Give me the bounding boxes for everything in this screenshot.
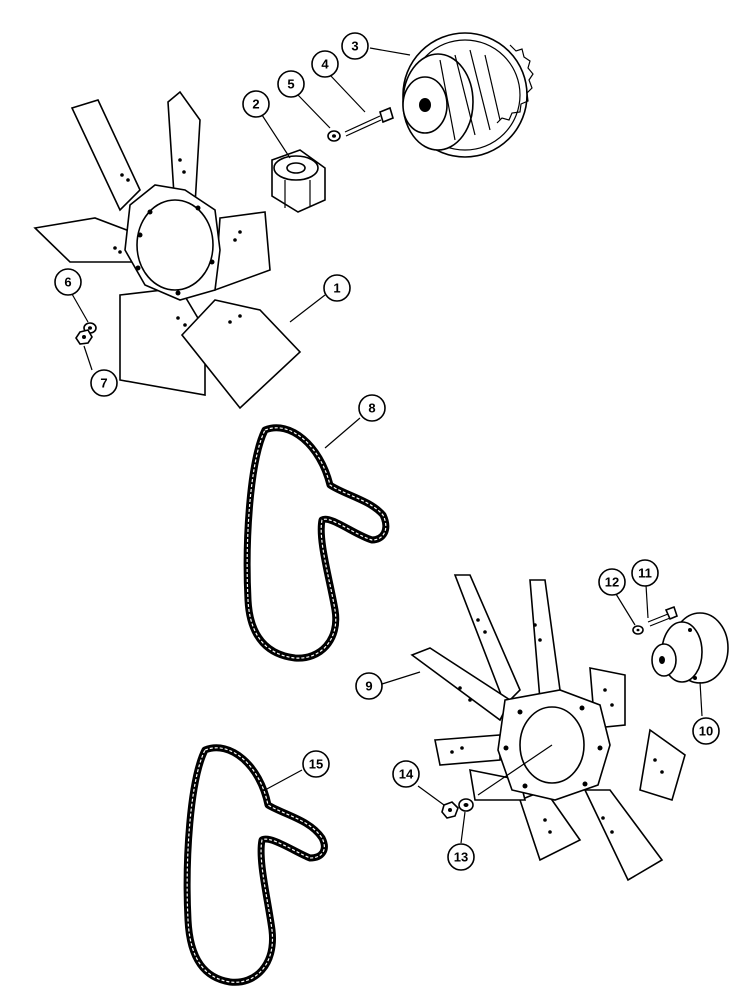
washer-part-12 [632,625,644,635]
callout-4: 4 [311,50,339,78]
callout-14: 14 [392,760,420,788]
callout-label: 14 [399,767,414,782]
bolt-part [344,106,394,137]
callout-8: 8 [358,394,386,422]
callout-label: 9 [365,679,372,694]
fan-blade [70,99,141,212]
callout-5: 5 [277,70,305,98]
callout-label: 2 [252,97,259,112]
drive-belt-lower [183,744,328,986]
nut-part-7 [75,329,93,345]
callout-label: 13 [454,850,468,865]
callout-15: 15 [302,750,330,778]
fan-blade [180,299,302,410]
spacer-part [271,149,326,213]
bolt-part-11 [647,605,678,627]
callout-label: 3 [351,39,358,54]
callout-label: 7 [100,376,107,391]
drive-belt-upper [243,424,390,662]
callout-label: 10 [699,724,713,739]
callout-6: 6 [54,268,82,296]
callout-13: 13 [447,843,475,871]
washer-part [327,130,341,142]
callout-2: 2 [242,90,270,118]
callout-label: 12 [605,575,619,590]
callout-11: 11 [631,559,659,587]
callout-label: 1 [333,281,340,296]
fan-clutch-part [402,32,534,158]
callout-7: 7 [90,369,118,397]
callout-label: 11 [638,566,652,581]
callout-label: 8 [368,401,375,416]
fan-center-bore [136,199,214,291]
callout-label: 5 [287,77,294,92]
callout-9: 9 [355,672,383,700]
washer-part-13 [458,798,474,812]
leader-lines [71,47,703,844]
fan-blade [214,211,271,292]
fan-blade-assembly-lower [410,574,686,882]
callout-label: 15 [309,757,323,772]
callout-label: 4 [321,57,329,72]
fan-blade-assembly-upper [33,90,302,410]
callout-1: 1 [323,274,351,302]
callout-3: 3 [341,32,369,60]
nut-part-14 [441,801,459,819]
callout-12: 12 [598,568,626,596]
callout-10: 10 [692,717,720,745]
fan-blade [33,217,141,263]
callout-label: 6 [64,275,71,290]
fan-hub-part [651,612,729,684]
